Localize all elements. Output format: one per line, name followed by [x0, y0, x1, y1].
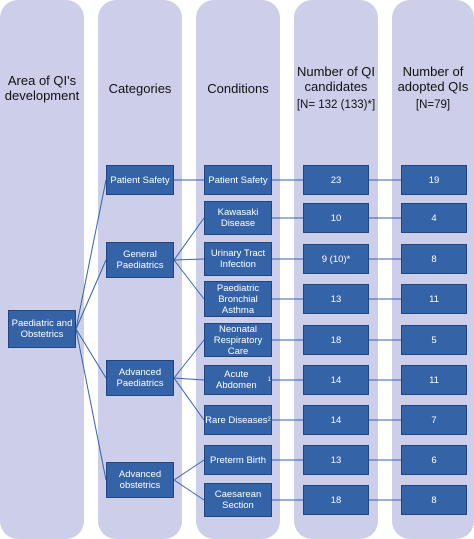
condition-preterm-birth: Preterm Birth [204, 445, 272, 475]
header-categories: Categories [98, 58, 182, 118]
condition-paediatric-bronchial-asthma: Paediatric Bronchial Asthma [204, 281, 272, 317]
header-conditions-label: Conditions [207, 80, 269, 96]
column-area [0, 0, 84, 539]
header-area-label: Area of QI's development [4, 73, 80, 103]
candidates-count: 23 [303, 165, 369, 195]
condition-label: Kawasaki Disease [217, 207, 259, 229]
adopted-count: 5 [401, 325, 467, 355]
condition-label: Acute Abdomen [215, 369, 257, 391]
adopted-count: 11 [401, 365, 467, 395]
header-adopted: Number of adopted QIs [N=79] [392, 58, 474, 118]
header-conditions: Conditions [196, 58, 280, 118]
header-categories-label: Categories [108, 80, 172, 96]
candidates-count: 18 [303, 325, 369, 355]
area-box: Paediatric and Obstetrics [8, 310, 76, 348]
candidates-count: 10 [303, 203, 369, 233]
adopted-count: 7 [401, 405, 467, 435]
condition-label: Preterm Birth [210, 454, 266, 466]
condition-urinary-tract-infection: Urinary Tract Infection [204, 242, 272, 276]
header-candidates: Number of QI candidates [N= 132 (133)*] [294, 58, 378, 118]
category-advanced-obstetrics: Advanced obstetrics [106, 462, 174, 498]
candidates-count: 13 [303, 445, 369, 475]
category-patient-safety: Patient Safety [106, 165, 174, 195]
header-adopted-label: Number of adopted QIs [397, 63, 469, 94]
category-general-paediatrics: General Paediatrics [106, 242, 174, 278]
adopted-count: 19 [401, 165, 467, 195]
condition-label: Urinary Tract Infection [210, 248, 266, 270]
candidates-count: 14 [303, 405, 369, 435]
condition-label: Caesarean Section [214, 489, 262, 511]
condition-label: Neonatal Respiratory Care [213, 323, 263, 357]
candidates-count: 13 [303, 284, 369, 314]
condition-label: Rare Diseases [205, 414, 268, 426]
adopted-count: 8 [401, 244, 467, 274]
condition-caesarean-section: Caesarean Section [204, 483, 272, 517]
adopted-count: 4 [401, 203, 467, 233]
header-area: Area of QI's development [0, 58, 84, 118]
header-candidates-note: [N= 132 (133)*] [296, 98, 376, 111]
category-advanced-paediatrics: Advanced Paediatrics [106, 360, 174, 396]
header-adopted-note: [N=79] [415, 98, 451, 111]
adopted-count: 11 [401, 284, 467, 314]
adopted-count: 8 [401, 485, 467, 515]
candidates-count: 18 [303, 485, 369, 515]
condition-kawasaki-disease: Kawasaki Disease [204, 201, 272, 235]
condition-neonatal-respiratory-care: Neonatal Respiratory Care [204, 323, 272, 357]
condition-patient-safety: Patient Safety [204, 165, 272, 195]
header-candidates-label: Number of QI candidates [296, 63, 376, 94]
condition-label: Paediatric Bronchial Asthma [216, 282, 260, 316]
adopted-count: 6 [401, 445, 467, 475]
condition-label: Patient Safety [208, 174, 268, 186]
candidates-count: 14 [303, 365, 369, 395]
candidates-count: 9 (10)* [303, 244, 369, 274]
